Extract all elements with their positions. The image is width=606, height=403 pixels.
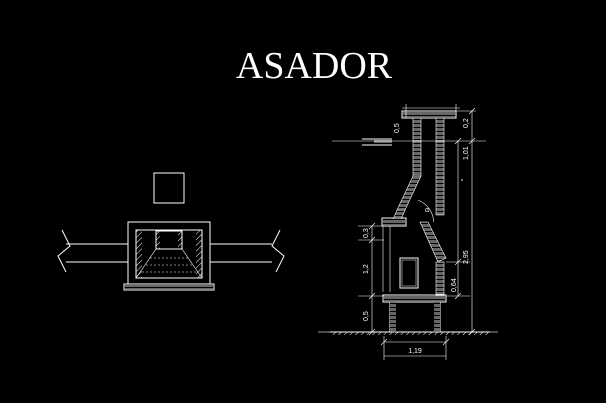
chimney-flue — [391, 117, 447, 263]
dim-left-mid: 1,2 — [363, 264, 370, 274]
svg-text:α: α — [425, 207, 429, 214]
smoke-direction-arc — [417, 199, 435, 223]
base-pedestal — [389, 301, 441, 333]
firebox-door — [399, 257, 419, 289]
plan-view — [57, 172, 285, 291]
dim-left-base: 0,5 — [363, 311, 370, 321]
dim-total-height: 2,95 — [463, 250, 470, 264]
drawing-title: ASADOR — [236, 45, 393, 87]
dim-firebox-height: 0,64 — [451, 278, 458, 292]
chimney-plan-square — [153, 172, 185, 204]
hood-lintel — [381, 217, 407, 227]
dim-top-right: 0,2 — [463, 118, 470, 128]
level-marker — [362, 138, 392, 146]
dim-top-width: 0,5 — [394, 123, 401, 133]
dim-upper-height: 1,01 — [463, 146, 470, 160]
dim-base-width: 1,19 — [408, 348, 422, 355]
section-view: α — [318, 104, 498, 360]
dimension-ticks — [368, 107, 476, 336]
plan-grill-body — [123, 221, 215, 291]
dim-left-upper: 0,3 — [363, 228, 370, 238]
